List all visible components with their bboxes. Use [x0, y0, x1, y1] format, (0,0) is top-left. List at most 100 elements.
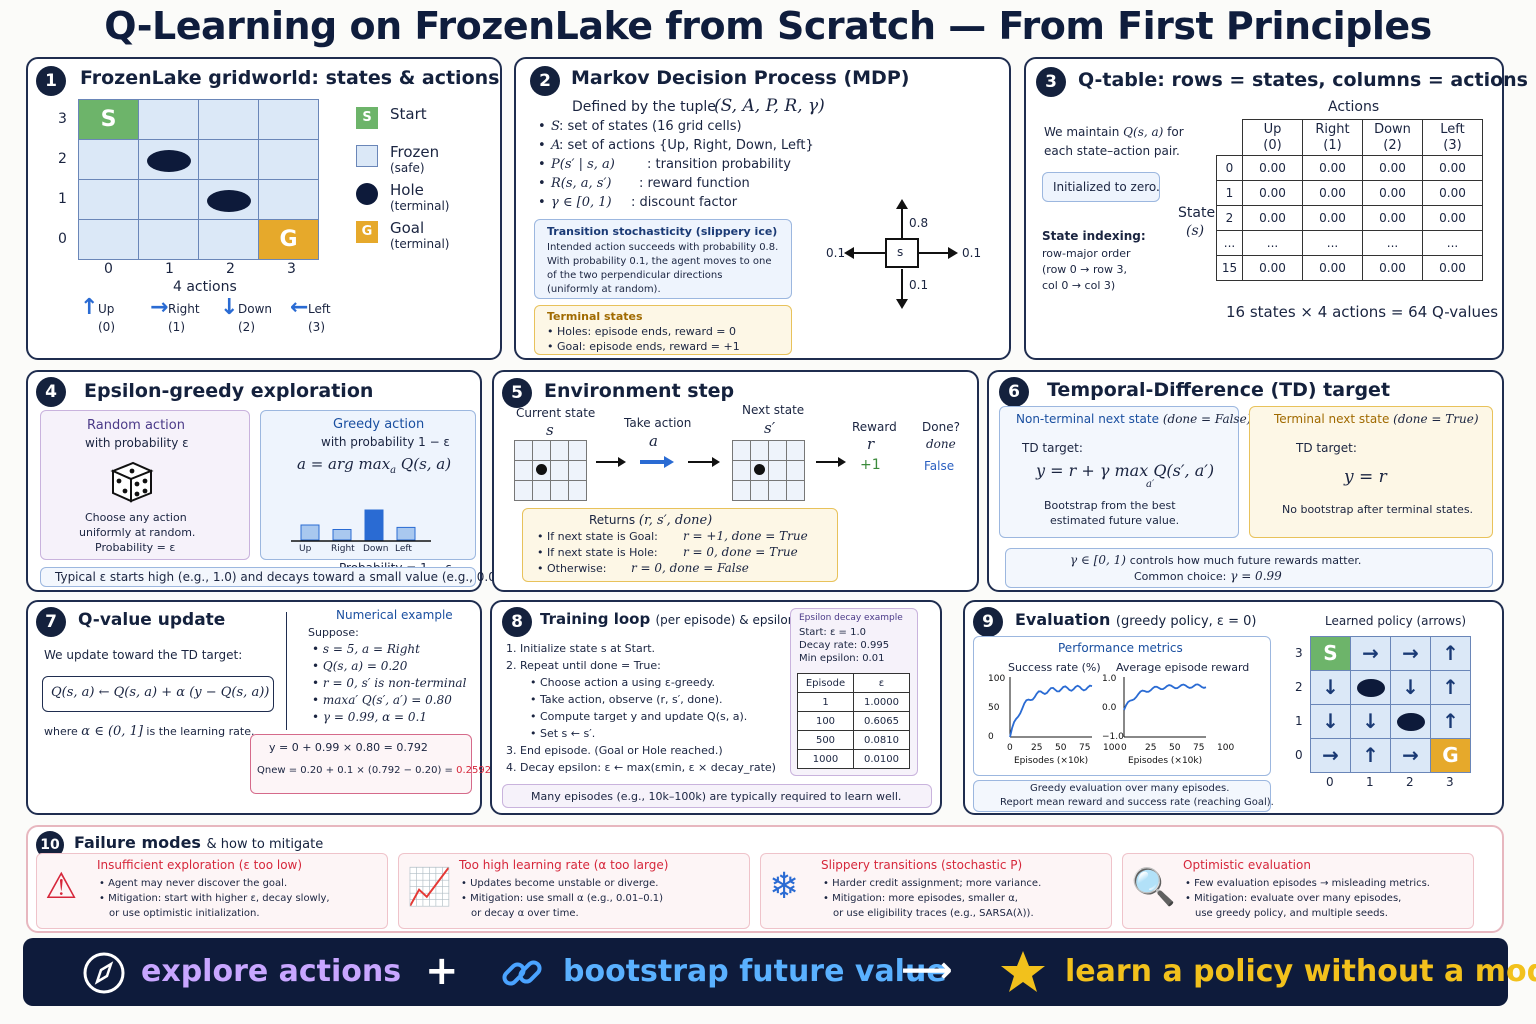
epsilon-table-cell: 1.0000 — [853, 692, 910, 712]
epsilon-table-cell: 0.0810 — [853, 730, 910, 750]
learned-policy-grid: S→→↑↓↓↑↓↓↑→↑→G — [1310, 636, 1471, 773]
policy-cell: ↓ — [1310, 704, 1351, 739]
init-box: Initialized to zero. — [1042, 172, 1160, 202]
legend-label: Goal — [390, 219, 425, 237]
panel-title: Q-table: rows = states, columns = action… — [1078, 69, 1528, 91]
grid-cell — [198, 99, 259, 140]
indexing-line: (row 0 → row 3, — [1042, 263, 1128, 276]
nonterminal-td-label: TD target: — [1022, 441, 1083, 455]
gamma-desc: controls how much future rewards matter. — [1129, 554, 1362, 567]
nonterminal-box: Non-terminal next state (done = False) T… — [999, 406, 1251, 538]
hole-icon — [1357, 679, 1385, 697]
legend-sub: (terminal) — [390, 199, 450, 213]
update-lead: We update toward the TD target: — [44, 648, 243, 662]
policy-arrow-icon: → — [1402, 641, 1419, 665]
qtable-value-cell: 0.00 — [1362, 155, 1423, 181]
epsilon-table-header: Episode — [797, 673, 854, 693]
policy-label: Learned policy (arrows) — [1325, 614, 1467, 628]
indexing-line: row-major order — [1042, 247, 1131, 260]
mdp-desc: : discount factor — [631, 195, 738, 210]
nonterminal-equation: y = r + γ max Q(s′, a′) — [1036, 461, 1215, 480]
greedy-eq-q: Q(s, a) — [400, 455, 452, 473]
hole-icon — [1397, 713, 1425, 731]
indexing-line: col 0 → col 3) — [1042, 279, 1116, 292]
y-tick-label: −1.0 — [1102, 732, 1124, 742]
mini-cell — [750, 440, 769, 461]
greedy-eq: a = arg max — [297, 455, 391, 473]
step-arrows — [596, 456, 846, 468]
transition-title: Transition stochasticity (slippery ice) — [547, 225, 778, 238]
mini-cell — [732, 480, 751, 501]
gamma-range: γ ∈ [0, 1) — [1070, 553, 1126, 567]
nonterminal-line: estimated future value. — [1050, 514, 1180, 527]
policy-cell: ↑ — [1430, 670, 1471, 705]
policy-arrow-icon: → — [1322, 743, 1339, 767]
transition-diagram — [844, 199, 958, 309]
transition-line: Intended action succeeds with probabilit… — [547, 242, 779, 253]
legend-swatch: G — [356, 221, 378, 243]
action-label: Down — [238, 302, 273, 316]
mini-cell — [750, 480, 769, 501]
training-substep: • Choose action a using ε-greedy. — [530, 676, 716, 689]
grid-cell — [198, 219, 259, 260]
panel-evaluation: 9 Evaluation (greedy policy, ε = 0) Perf… — [963, 600, 1504, 815]
grid-cell — [78, 139, 139, 180]
panel-frozenlake: 1 FrozenLake gridworld: states & actions… — [26, 57, 502, 360]
policy-arrow-icon: ↓ — [1322, 709, 1339, 733]
panel-title: Training loop — [540, 610, 651, 628]
epsilon-table-cell: 1 — [797, 692, 854, 712]
mini-cell — [568, 440, 587, 461]
x-tick-label: 50 — [1055, 743, 1067, 753]
x-tick-label: 100 — [1217, 743, 1234, 753]
action-number: (2) — [238, 320, 255, 334]
returns-condition: • Otherwise: — [537, 562, 607, 575]
nonterminal-line: Bootstrap from the best — [1044, 499, 1176, 512]
metrics-title: Performance metrics — [1058, 641, 1183, 655]
policy-cell: ↑ — [1350, 738, 1391, 773]
grid-col-label: 3 — [287, 261, 296, 277]
qtable-value-cell: 0.00 — [1422, 155, 1483, 181]
panel-number: 8 — [502, 607, 532, 637]
random-line: uniformly at random. — [79, 526, 196, 539]
mdp-symbol: S — [551, 119, 560, 134]
panel-qtable: 3 Q-table: rows = states, columns = acti… — [1024, 57, 1528, 360]
panel-title: Markov Decision Process (MDP) — [571, 67, 910, 89]
policy-col-label: 3 — [1446, 775, 1454, 789]
qtable-summary: 16 states × 4 actions = 64 Q-values — [1226, 303, 1499, 321]
bullet: • — [538, 176, 546, 191]
transition-line: (uniformly at random). — [547, 284, 661, 295]
policy-row-label: 3 — [1295, 646, 1303, 660]
hole-icon — [207, 190, 251, 212]
done-label: Done? — [922, 420, 960, 434]
returns-box: Returns (r, s′, done) • If next state is… — [522, 508, 838, 582]
failure-line: • Updates become unstable or diverge. — [461, 878, 659, 889]
desc-for: for — [1167, 125, 1184, 139]
returns-condition: • If next state is Goal: — [537, 530, 658, 543]
panel-title: Failure modes — [74, 833, 201, 852]
mdp-symbol: R(s, a, s′) — [551, 176, 612, 191]
link-icon — [502, 960, 542, 986]
banner-plus: + — [425, 948, 459, 994]
example-item: • r = 0, s′ is non-terminal — [312, 676, 467, 690]
y-tick-label: 0 — [988, 732, 994, 742]
qtable-header-name: Left — [1440, 121, 1465, 137]
greedy-bar — [364, 509, 384, 541]
terminal-line: • Goal: episode ends, reward = +1 — [547, 340, 740, 353]
failure-line: use greedy policy, and multiple seeds. — [1195, 908, 1388, 919]
mdp-desc: : reward function — [639, 176, 750, 191]
training-substep: • Set s ← s′. — [530, 727, 596, 740]
y-tick-label: 1.0 — [1102, 674, 1117, 684]
calc-line-1: y = 0 + 0.99 × 0.80 = 0.792 — [269, 741, 428, 754]
compass-icon — [83, 952, 125, 994]
policy-cell: ↓ — [1350, 704, 1391, 739]
action-arrow-icon: → — [150, 295, 169, 320]
failure-line: or decay α over time. — [471, 908, 579, 919]
reward-symbol: r — [867, 435, 875, 453]
grid-col-label: 1 — [165, 261, 174, 277]
actions-label: Actions — [1328, 99, 1380, 115]
eval-note: Greedy evaluation over many episodes. Re… — [973, 780, 1274, 812]
panel-title: FrozenLake gridworld: states & actions — [80, 67, 500, 89]
qtable-header: Left(3) — [1422, 119, 1483, 156]
